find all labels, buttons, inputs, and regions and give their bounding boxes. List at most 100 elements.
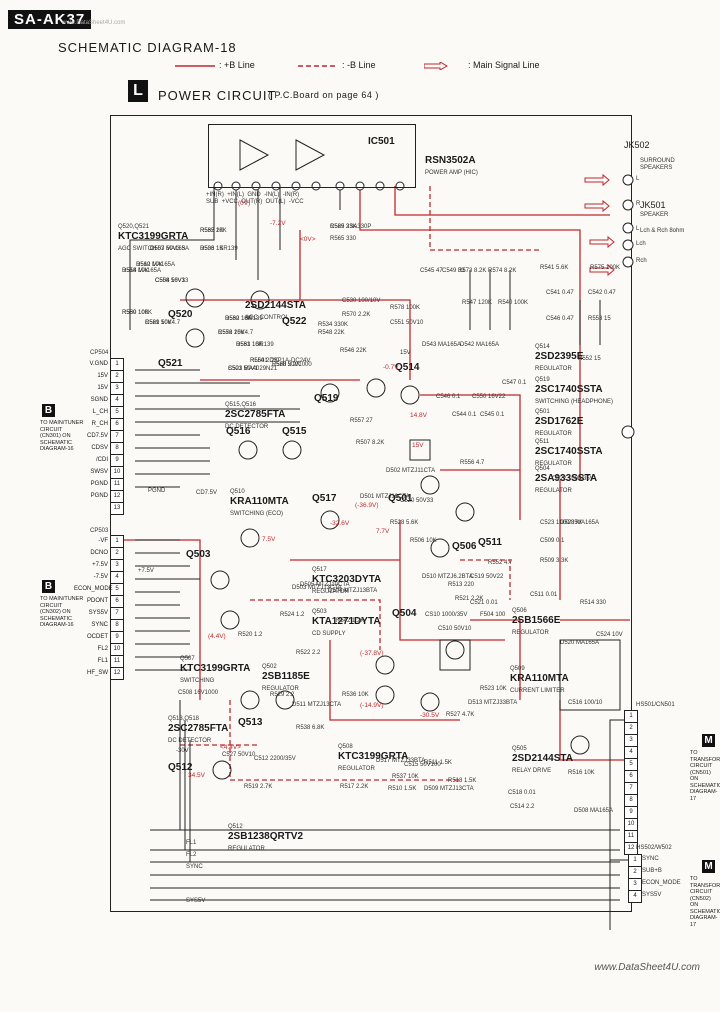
component-label: R576 10K [218,330,245,336]
hs502-pin: 4 [633,893,637,899]
jk501-pin-lch: Lch [636,241,646,247]
component-label: R532 1K [200,228,224,234]
voltage-label: -0.7V [383,364,399,371]
cp503-label: -VF [98,538,108,544]
component-label: R580 10K [122,310,149,316]
component-label: C527 50V10 [222,752,256,758]
component-label: R511 1.5K [424,760,452,766]
component-label: R538 6.8K [296,725,325,731]
cp504-pin: 8 [111,443,123,455]
transistor-ref: Q517 [312,567,327,573]
cp503-label: HF_SW [87,670,108,676]
voltage-label: 15V [412,442,424,449]
transistor-part: KTC3203DYTA [312,574,382,585]
sheet-ref-badge-b2: B [42,580,55,593]
hs501-ref: HS501/CN501 [636,702,675,708]
transistor-ref: Q514 [395,362,420,373]
transistor-part: 2SA933SSTA [535,473,598,484]
component-label: D520 MA165A [560,640,600,646]
transistor-desc: SWITCHING [180,678,215,684]
component-label: D512 MA165A [136,262,176,268]
hs501-connector: 1 2 3 4 5 6 7 8 9 10 11 12 [624,710,638,855]
component-label: C520 50V33 [400,498,434,504]
component-label: C546 0.1 [436,394,461,400]
cp503-label: SYNC [91,622,108,628]
transistor-desc: DC DETECTOR [225,424,269,430]
transistor-desc: CD SUPPLY [312,631,346,637]
voltage-label: (4.4V) [208,633,226,640]
hs502-pin: 2 [629,867,641,879]
net-label: FL2 [186,852,197,858]
legend-label-positive: : +B Line [219,60,255,70]
transistor-ref: Q515 [282,426,307,437]
transistor-desc: REGULATOR [312,589,349,595]
cp504-pin: 3 [111,383,123,395]
transistor-label: Q504 [392,608,416,619]
transistor-ref: Q507 [180,656,195,662]
cp504-label: V.GND [89,361,108,367]
component-label: C512 2200/35V [254,756,296,762]
component-label: C510 50V10 [438,626,472,632]
transistor-label: Q501 [388,493,412,504]
sheet-ref-text-b1: TO MAIN/TUNER CIRCUIT (CN301) ON SCHEMAT… [40,420,84,452]
component-label: D514 MA165A [122,268,162,274]
transistor-desc: REGULATOR [535,431,572,437]
component-label: R542 1.2K [336,618,365,624]
transistor-ref: Q512 [228,824,243,830]
component-label: D510 MTZJ6.2BTA [422,574,473,580]
cp504-label: 15V [97,385,108,391]
ic-pin-3: GND [247,192,261,198]
cp504-pin: 2 [111,371,123,383]
transistor-desc: RELAY DRIVE [512,768,552,774]
footer-watermark: www.DataSheet4U.com [594,962,700,973]
component-label: C551 50V10 [390,320,424,326]
component-label: R557 27 [350,418,373,424]
component-label: R521 2.2K [455,596,484,602]
component-label: C525 2SA330P [330,224,372,230]
transistor-ref: Q513 [238,717,263,728]
component-label: D505 MTZJ10CTA [300,582,350,588]
component-label: C523 50V1 [228,366,259,372]
transistor-part: KRA110MTA [230,496,289,507]
legend-label-signal: : Main Signal Line [468,60,540,70]
cp504-connector: 1 2 3 4 5 6 7 8 9 10 11 12 13 [110,358,124,515]
voltage-label: -7.2V [270,220,286,227]
component-label: C546 0.47 [546,316,574,322]
hs501-pin: 1 [625,711,637,723]
component-label: R514 330 [580,600,607,606]
transistor-desc: AGC SWITCH [118,246,157,252]
transistor-ref: Q508 [338,744,353,750]
transistor-desc: CURRENT LIMITER [510,688,565,694]
hs501-pin: 6 [625,771,637,783]
legend-label-negative: : -B Line [342,60,376,70]
hs501-pin: 3 [625,735,637,747]
transistor-part: 2SB1238QRTV2 [228,831,304,842]
component-label: S501 MA4029N21 [228,366,278,372]
transistor-ref: Q501 [535,409,550,415]
hs502-labels: SYNC SUB+B ECON_MODE SYS5V [642,856,682,904]
transistor-label: Q515 [282,426,306,437]
cp503-pin: 3 [111,560,123,572]
component-label: D511 MTZJ13CTA [292,702,342,708]
hs502-label: SYS5V [642,892,662,898]
cp504-pin: 12 [111,491,123,503]
cp504-pin: 1 [111,359,123,371]
transistor-ref: Q520,Q521 [118,224,150,230]
component-label: D508 MA165A [574,808,614,814]
component-label: C529 50V4.7 [145,320,181,326]
component-label: R534 330K [318,322,349,328]
cp504-ref: CP504 [90,350,109,356]
transistor-desc: AGC CONTROL [245,315,290,321]
component-label: C514 2.2 [510,804,535,810]
ic-pin-1: +IN(R) [206,192,224,198]
component-label: D509 MTZJ13CTA [424,786,474,792]
cp504-pin: 5 [111,407,123,419]
